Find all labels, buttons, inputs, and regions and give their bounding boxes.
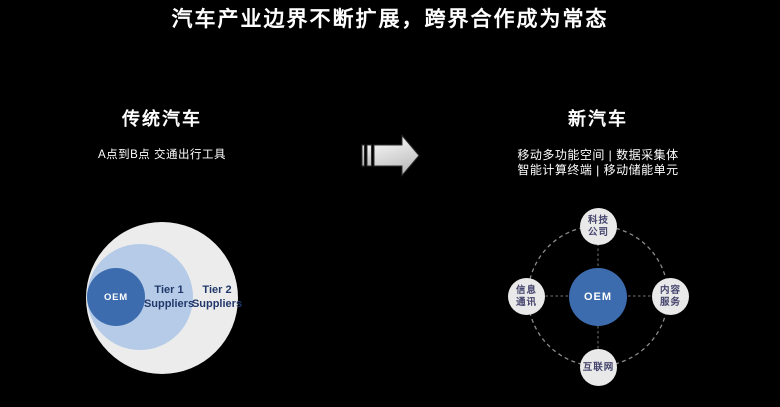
tier2-label: Tier 2 Suppliers <box>189 283 245 311</box>
tier1-label-line1: Tier 1 <box>154 284 184 296</box>
new-car-subtitle-line2: 智能计算终端 | 移动储能单元 <box>517 163 679 177</box>
node-internet-line1: 互联网 <box>582 361 615 373</box>
tier1-label-line2: Suppliers <box>143 298 195 310</box>
tier2-label-line2: Suppliers <box>191 298 243 310</box>
node-telecom-line2: 通讯 <box>515 296 537 308</box>
page-title: 汽车产业边界不断扩展，跨界合作成为常态 <box>171 8 609 31</box>
node-content-service: 内容 服务 <box>652 278 689 315</box>
tier1-label: Tier 1 Suppliers <box>141 283 197 311</box>
node-internet: 互联网 <box>580 349 617 386</box>
tier2-label-line1: Tier 2 <box>202 284 232 296</box>
oem-inner-circle: OEM <box>87 268 145 326</box>
striped-right-arrow-graphic <box>361 134 420 177</box>
node-tech-company: 科技 公司 <box>580 208 617 245</box>
node-telecom-line1: 信息 <box>515 285 537 296</box>
new-car-heading: 新汽车 <box>568 109 628 129</box>
node-tech-line1: 科技 <box>587 215 609 226</box>
traditional-car-subtitle: A点到B点 交通出行工具 <box>97 149 227 161</box>
traditional-car-heading: 传统汽车 <box>122 109 202 129</box>
striped-right-arrow-icon <box>361 134 421 177</box>
node-content-line2: 服务 <box>659 296 681 308</box>
node-tech-line2: 公司 <box>587 226 609 238</box>
new-car-subtitle-line1: 移动多功能空间 | 数据采集体 <box>517 148 679 162</box>
oem-label: OEM <box>103 291 129 303</box>
oem-hub-label: OEM <box>583 291 613 303</box>
node-info-telecom: 信息 通讯 <box>508 278 545 315</box>
new-car-subtitle: 移动多功能空间 | 数据采集体 智能计算终端 | 移动储能单元 <box>448 148 748 178</box>
oem-hub-circle: OEM <box>569 268 627 326</box>
node-content-line1: 内容 <box>659 285 681 296</box>
